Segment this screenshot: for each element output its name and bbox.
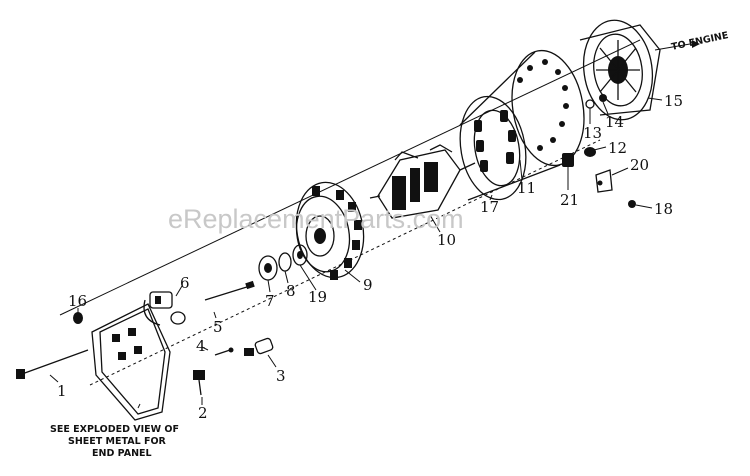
callout-19: 19 [308,288,327,306]
callout-14: 14 [605,113,624,131]
assembly-centerline [59,39,641,316]
callout-21: 21 [560,191,579,209]
diode-part-3 [244,337,274,356]
callout-2: 2 [198,404,208,422]
callout-8: 8 [286,282,296,300]
engine-adapter-part-15 [579,19,661,121]
to-engine-label: TO ENGINE [670,30,729,53]
washers-7-8-19 [258,244,308,281]
bracket-hole [597,180,603,186]
callout-13: 13 [583,124,602,142]
end-panel [91,303,171,421]
screw-part-18 [628,200,636,208]
end-panel-note-line-1: SEE EXPLODED VIEW OF [50,424,179,435]
direction-arrow-icon [692,40,700,48]
fan-part-9 [295,181,365,280]
end-panel-note-line-3: END PANEL [92,448,152,459]
callout-17: 17 [480,198,499,216]
callout-4: 4 [196,337,206,355]
watermark: eReplacementParts.com [168,204,464,234]
rotor-part-10 [369,144,476,219]
terminal-part-2 [193,370,205,396]
callout-1: 1 [57,382,67,400]
capacitor-bracket-part-20 [595,169,613,193]
callout-7: 7 [265,292,275,310]
callout-11: 11 [517,179,536,197]
screw-part-4 [214,347,234,356]
callout-20: 20 [630,156,649,174]
callout-15: 15 [664,92,683,110]
end-bell-part-17 [459,95,527,201]
end-panel-note-line-2: SHEET METAL FOR [68,436,167,447]
bolt-part-1 [16,349,89,379]
callout-12: 12 [608,139,627,157]
washer-part-16 [73,312,83,324]
callout-6: 6 [180,274,190,292]
callout-5: 5 [213,318,223,336]
screw-part-13 [585,99,595,109]
callout-18: 18 [654,200,673,218]
capacitor-part-21 [562,153,574,167]
callout-9: 9 [363,276,373,294]
callout-16: 16 [68,292,87,310]
leader-lines [49,43,691,409]
washer-part-14 [599,94,607,102]
callout-10: 10 [437,231,456,249]
callout-3: 3 [276,367,286,385]
through-bolt-part-5 [204,280,255,301]
nut-part-12 [584,147,596,157]
